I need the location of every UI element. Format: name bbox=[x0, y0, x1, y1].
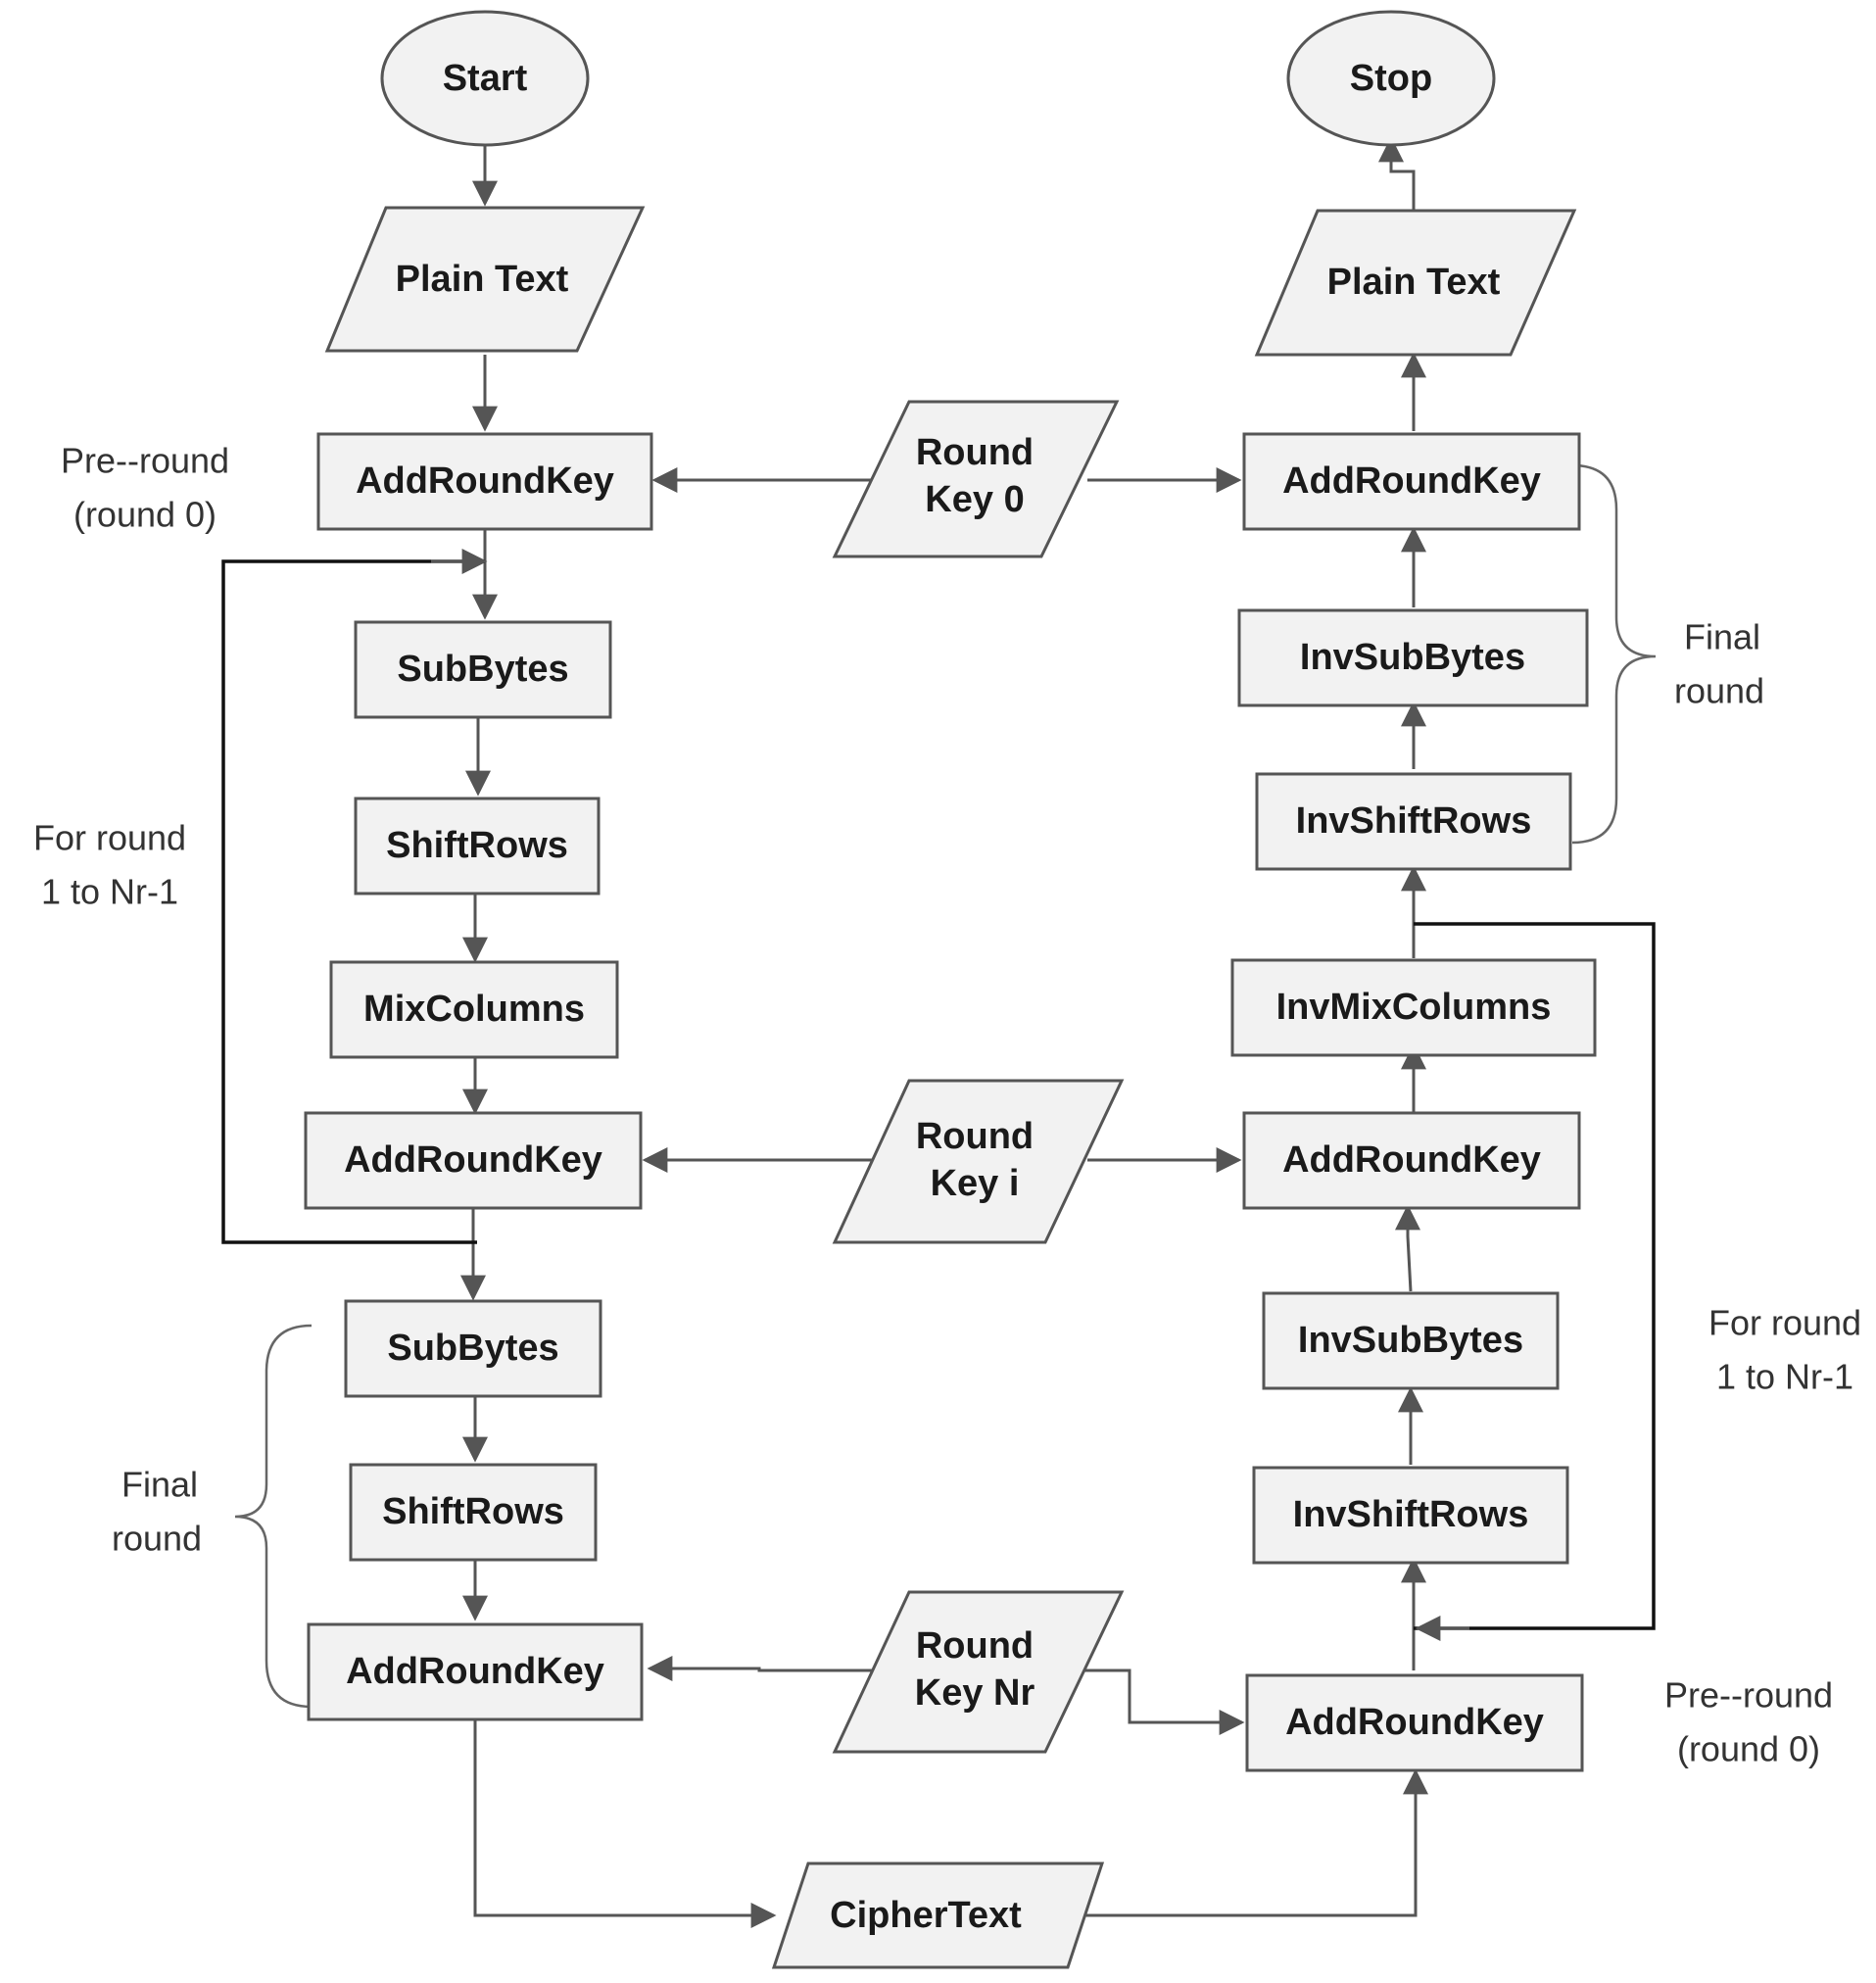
decryption-round-inv-mix-columns: InvMixColumns bbox=[1230, 958, 1597, 1057]
svg-text:1 to Nr-1: 1 to Nr-1 bbox=[41, 872, 178, 912]
decryption-pre-round-add-round-key: AddRoundKey bbox=[1245, 1673, 1584, 1772]
svg-text:round: round bbox=[112, 1519, 202, 1559]
encryption-final-shift-rows: ShiftRows bbox=[349, 1463, 598, 1562]
round-key-nr-input: Round Key Nr bbox=[832, 1590, 1125, 1754]
svg-text:Pre--round: Pre--round bbox=[61, 441, 229, 481]
svg-text:Round: Round bbox=[916, 1116, 1034, 1157]
svg-text:(round 0): (round 0) bbox=[73, 495, 216, 535]
svg-text:Plain Text: Plain Text bbox=[1327, 262, 1501, 303]
edge-ciphertext-to-pre-round bbox=[1082, 1768, 1428, 1917]
svg-text:(round 0): (round 0) bbox=[1677, 1729, 1820, 1769]
encryption-round-sub-bytes: SubBytes bbox=[354, 620, 612, 719]
svg-text:CipherText: CipherText bbox=[830, 1895, 1022, 1936]
decryption-round-loop-label: For round 1 to Nr-1 bbox=[1708, 1303, 1861, 1397]
svg-text:ShiftRows: ShiftRows bbox=[382, 1491, 564, 1532]
round-key-0-input: Round Key 0 bbox=[832, 400, 1120, 558]
edge-keynr-to-dec-addroundkey bbox=[1073, 1669, 1245, 1735]
edge-invsubbytes-to-addroundkey bbox=[1395, 1204, 1420, 1292]
encryption-pre-round-add-round-key: AddRoundKey bbox=[316, 432, 653, 531]
svg-text:round: round bbox=[1674, 671, 1764, 711]
encryption-round-shift-rows: ShiftRows bbox=[354, 797, 601, 895]
svg-text:Start: Start bbox=[443, 58, 528, 99]
encryption-final-add-round-key: AddRoundKey bbox=[307, 1622, 644, 1721]
svg-text:Final: Final bbox=[1684, 617, 1760, 657]
svg-text:AddRoundKey: AddRoundKey bbox=[344, 1139, 602, 1181]
decryption-round-loop bbox=[1414, 922, 1656, 1630]
svg-text:AddRoundKey: AddRoundKey bbox=[356, 460, 614, 502]
encryption-final-round-brace bbox=[234, 1324, 313, 1709]
svg-text:AddRoundKey: AddRoundKey bbox=[1282, 1139, 1541, 1181]
decryption-round-inv-shift-rows: InvShiftRows bbox=[1252, 1466, 1569, 1565]
decryption-plain-text-output: Plain Text bbox=[1254, 209, 1577, 357]
svg-text:InvShiftRows: InvShiftRows bbox=[1296, 800, 1532, 842]
svg-text:Plain Text: Plain Text bbox=[396, 259, 569, 300]
svg-text:Round: Round bbox=[916, 432, 1034, 473]
svg-text:Key 0: Key 0 bbox=[925, 479, 1024, 520]
svg-text:AddRoundKey: AddRoundKey bbox=[1282, 460, 1541, 502]
decryption-final-round-brace bbox=[1571, 463, 1657, 845]
svg-text:ShiftRows: ShiftRows bbox=[386, 825, 568, 866]
svg-text:Pre--round: Pre--round bbox=[1664, 1675, 1833, 1716]
decryption-final-inv-shift-rows: InvShiftRows bbox=[1255, 772, 1572, 871]
edge-addroundkey-to-ciphertext bbox=[473, 1719, 777, 1928]
svg-text:Key Nr: Key Nr bbox=[915, 1672, 1035, 1714]
svg-text:AddRoundKey: AddRoundKey bbox=[1285, 1702, 1544, 1743]
encryption-round-loop bbox=[221, 559, 485, 1244]
svg-text:SubBytes: SubBytes bbox=[397, 649, 568, 690]
connector-lines bbox=[460, 136, 1428, 1928]
svg-text:InvMixColumns: InvMixColumns bbox=[1276, 987, 1552, 1028]
encryption-final-round-label: Final round bbox=[112, 1465, 202, 1559]
edge-plaintext-to-stop bbox=[1378, 136, 1416, 211]
encryption-round-add-round-key: AddRoundKey bbox=[304, 1111, 643, 1210]
decryption-stop-node: Stop bbox=[1286, 10, 1496, 147]
svg-text:Stop: Stop bbox=[1350, 58, 1432, 99]
svg-text:AddRoundKey: AddRoundKey bbox=[346, 1651, 604, 1692]
decryption-pre-round-label: Pre--round (round 0) bbox=[1664, 1675, 1833, 1769]
round-key-i-input: Round Key i bbox=[832, 1079, 1125, 1244]
svg-text:MixColumns: MixColumns bbox=[363, 989, 585, 1030]
decryption-round-add-round-key: AddRoundKey bbox=[1242, 1111, 1581, 1210]
svg-text:Round: Round bbox=[916, 1625, 1034, 1667]
svg-text:Final: Final bbox=[121, 1465, 198, 1505]
encryption-round-loop-label: For round 1 to Nr-1 bbox=[33, 818, 186, 912]
encryption-round-mix-columns: MixColumns bbox=[329, 960, 619, 1059]
svg-text:Key i: Key i bbox=[931, 1163, 1020, 1204]
svg-text:InvShiftRows: InvShiftRows bbox=[1293, 1494, 1529, 1535]
cipher-text-data: CipherText bbox=[771, 1862, 1105, 1969]
encryption-plain-text-input: Plain Text bbox=[324, 206, 646, 353]
decryption-final-add-round-key: AddRoundKey bbox=[1242, 432, 1581, 531]
decryption-round-inv-sub-bytes: InvSubBytes bbox=[1262, 1291, 1560, 1390]
encryption-start-node: Start bbox=[380, 10, 590, 147]
svg-text:InvSubBytes: InvSubBytes bbox=[1300, 637, 1525, 678]
svg-text:InvSubBytes: InvSubBytes bbox=[1298, 1320, 1523, 1361]
decryption-final-round-label: Final round bbox=[1674, 617, 1764, 711]
svg-text:SubBytes: SubBytes bbox=[387, 1328, 558, 1369]
encryption-pre-round-label: Pre--round (round 0) bbox=[61, 441, 229, 535]
svg-text:For round: For round bbox=[33, 818, 186, 858]
svg-text:1 to Nr-1: 1 to Nr-1 bbox=[1716, 1357, 1853, 1397]
svg-text:For round: For round bbox=[1708, 1303, 1861, 1343]
edge-keynr-to-enc-addroundkey bbox=[647, 1656, 872, 1681]
decryption-final-inv-sub-bytes: InvSubBytes bbox=[1237, 608, 1589, 707]
encryption-final-sub-bytes: SubBytes bbox=[344, 1299, 602, 1398]
